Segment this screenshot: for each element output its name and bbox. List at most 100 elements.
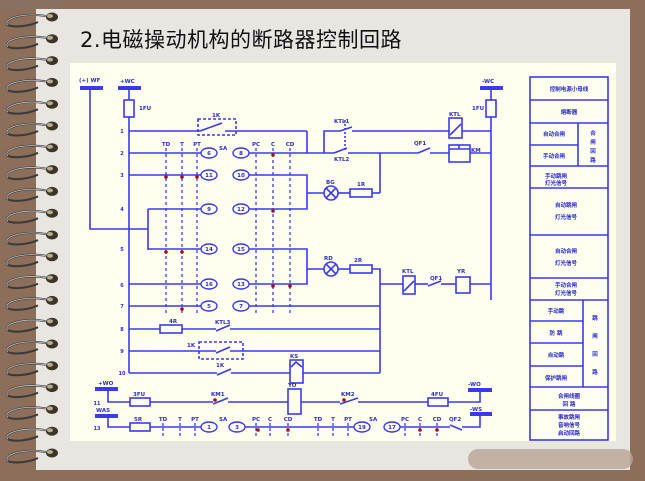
position-label: TD: [314, 417, 323, 423]
row-number: 1: [120, 129, 124, 135]
label-1fu-right: 1FU: [472, 106, 484, 112]
fuse-1fu-right: [485, 99, 497, 118]
position-label: T: [180, 142, 184, 148]
sa-contact: 17: [383, 421, 401, 433]
label-km2: KM2: [341, 392, 355, 398]
svg-text:14: 14: [205, 247, 213, 253]
label-ktl-mid: KTL: [402, 269, 414, 275]
label-wc-minus: -WC: [482, 79, 494, 85]
closed-dot: [164, 250, 168, 254]
legend-vertical-char: 路: [592, 368, 598, 376]
relay-1k-row9-box: [198, 341, 244, 360]
position-label: T: [331, 417, 335, 423]
position-label: PC: [401, 417, 409, 423]
legend-close-coil-2: 回 路: [563, 400, 576, 408]
legend-auto-close: 自动合闸: [543, 130, 566, 138]
legend-manual-trip-signal-1: 手动跳闸: [545, 172, 568, 180]
closed-dot: [256, 428, 260, 432]
label-1fu: 1FU: [139, 106, 151, 112]
legend-vertical-char: 路: [590, 156, 596, 164]
position-label: CD: [433, 417, 442, 423]
position-label: TD: [159, 417, 168, 423]
wires: [80, 76, 609, 441]
label-wf: (+) WF: [79, 78, 101, 84]
label-qf2: QF2: [449, 417, 461, 423]
legend-auto-trip-signal-2: 灯光信号: [555, 213, 578, 221]
position-label: PT: [191, 417, 199, 423]
row-number: 7: [120, 304, 124, 310]
position-label: C: [418, 417, 422, 423]
legend-manual-close: 手动合闸: [543, 152, 566, 160]
legend-power: 控制电源小母线: [550, 85, 589, 93]
sa-contact: 1: [200, 421, 218, 433]
row-number: 9: [120, 349, 124, 355]
legend-vertical-char: 合: [590, 129, 596, 137]
sa-contact: 5: [200, 300, 218, 312]
label-wo-minus: -WO: [468, 382, 481, 388]
svg-text:1: 1: [207, 425, 211, 431]
closed-dot: [342, 398, 346, 402]
legend-anti-pump: 防 跳: [550, 329, 563, 337]
sa-contact: 10: [232, 169, 250, 181]
spiral-binding: [5, 12, 58, 464]
legend-manual-trip-signal-2: 灯光信号: [545, 179, 568, 187]
label-ks: KS: [290, 354, 298, 360]
fuse-1fu: [123, 99, 135, 118]
legend-fuse: 熔断器: [561, 108, 578, 116]
legend-vertical-char: 闸: [590, 138, 596, 146]
legend-vertical-char: 跳: [592, 314, 598, 322]
sa-contact: 16: [200, 278, 218, 290]
label-yr: YR: [456, 269, 466, 275]
svg-text:16: 16: [205, 282, 213, 288]
closed-dot: [418, 428, 422, 432]
sa-contact: 12: [232, 203, 250, 215]
row-number: 6: [120, 283, 124, 289]
legend-protect-trip: 保护跳闸: [544, 374, 568, 382]
position-label: C: [271, 142, 275, 148]
svg-text:11: 11: [205, 173, 213, 179]
label-km: KM: [471, 148, 481, 154]
legend-auto-trip: 自动跳: [548, 351, 565, 359]
closed-dot: [435, 428, 439, 432]
resistor-4r: [159, 324, 183, 334]
label-2r: 2R: [354, 258, 363, 264]
closed-dot: [195, 175, 199, 179]
position-label: PC: [252, 417, 260, 423]
legend-alarm-1: 事故跳闸: [558, 413, 581, 421]
position-label: CD: [286, 142, 295, 148]
label-4fu: 4FU: [431, 392, 443, 398]
label-4r: 4R: [169, 319, 178, 325]
svg-text:12: 12: [237, 207, 245, 213]
label-ws-minus: -WS: [470, 407, 482, 413]
sa-contact: 19: [353, 421, 371, 433]
closed-dot: [180, 250, 184, 254]
closed-dot: [286, 428, 290, 432]
position-label: PT: [344, 417, 352, 423]
label-ktl1: KTL1: [334, 119, 350, 125]
closed-dot: [271, 153, 275, 157]
sa-contact: 6: [200, 147, 218, 159]
sa-contact: 15: [232, 243, 250, 255]
position-label: PT: [193, 142, 201, 148]
sa-contact: 8: [232, 147, 250, 159]
resistor-1r: [349, 188, 373, 198]
position-label: PC: [252, 142, 260, 148]
sa-contact: 14: [200, 243, 218, 255]
row-number: 3: [120, 173, 124, 179]
label-km1: KM1: [211, 392, 225, 398]
label-qf1-mid: QF1: [430, 276, 442, 282]
legend-vertical-char: 回: [590, 147, 596, 155]
closed-dot: [288, 284, 292, 288]
svg-text:13: 13: [237, 282, 245, 288]
svg-text:3: 3: [235, 425, 239, 431]
top-band: [0, 0, 62, 10]
closed-contact-markers: [164, 153, 439, 432]
label-was: WAS: [96, 408, 110, 414]
diagram-canvas: [70, 63, 616, 441]
sa-contact: 9: [200, 203, 218, 215]
sa-contact: 7: [232, 300, 250, 312]
closed-dot: [180, 307, 184, 311]
label-wo-plus: +WO: [98, 381, 114, 387]
